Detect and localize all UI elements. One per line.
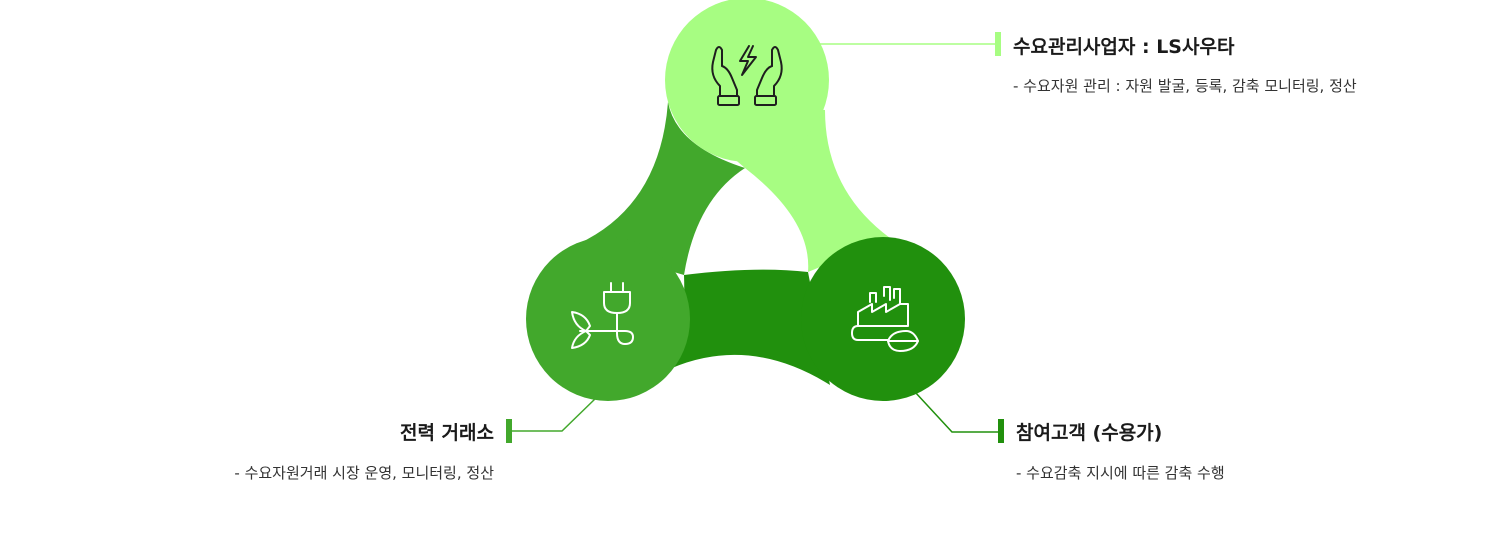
- connector-line-left: [512, 397, 597, 432]
- node-circle-right: [801, 237, 965, 401]
- node-circle-top: [665, 0, 829, 162]
- accent-bar-top: [995, 32, 1001, 56]
- node-title-right: 참여고객 (수용가): [1016, 422, 1163, 444]
- node-description-right: - 수요감축 지시에 따른 감축 수행: [1016, 464, 1225, 482]
- node-title-top: 수요관리사업자 : LS사우타: [1013, 36, 1235, 58]
- factory-leaf-icon: [851, 286, 919, 352]
- band-top-left: [578, 102, 745, 275]
- node-title-left: 전력 거래소: [399, 422, 494, 444]
- node-description-left: - 수요자원거래 시장 운영, 모니터링, 정산: [234, 464, 494, 482]
- accent-bar-left: [506, 419, 512, 443]
- hands-lightning-icon: [711, 45, 783, 106]
- node-description-top: - 수요자원 관리 : 자원 발굴, 등록, 감축 모니터링, 정산: [1013, 77, 1357, 95]
- node-circle-left: [526, 237, 690, 401]
- band-left-right: [672, 269, 830, 385]
- connector-line-right: [914, 391, 1000, 433]
- plug-leaf-icon: [571, 282, 634, 349]
- accent-bar-right: [998, 419, 1004, 443]
